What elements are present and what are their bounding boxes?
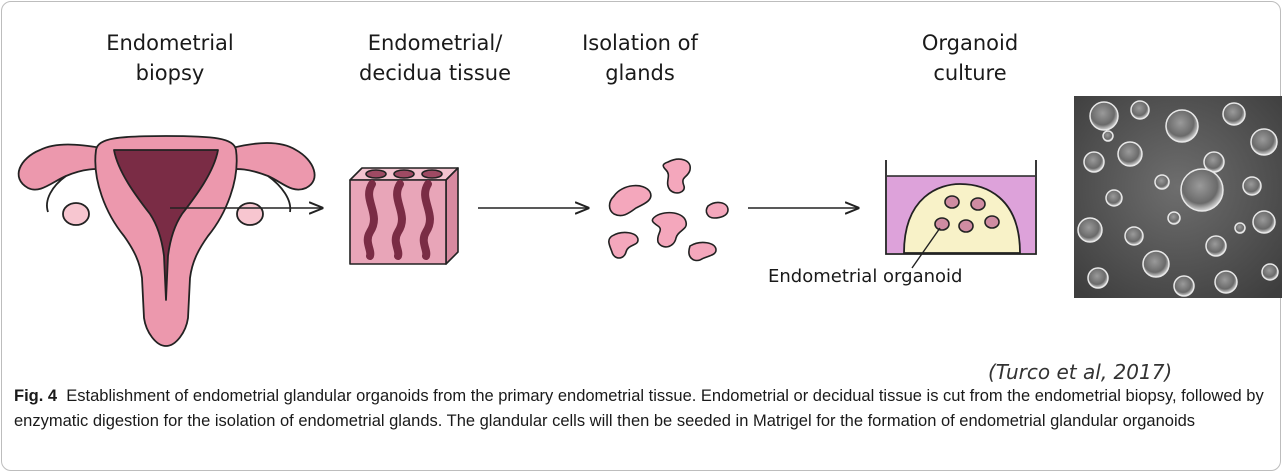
gland-fragment	[689, 243, 716, 261]
organoid-label: Endometrial organoid	[768, 266, 962, 287]
organoid-micrograph	[1074, 96, 1282, 298]
caption-text: Establishment of endometrial glandular o…	[14, 387, 1264, 430]
gland-fragment	[609, 233, 638, 258]
ovary-left	[63, 203, 89, 225]
figure-number: Fig. 4	[14, 387, 57, 405]
isolated-glands	[609, 159, 728, 260]
gland-fragment	[652, 213, 686, 247]
uterus-illustration	[19, 136, 315, 346]
figure-caption: Fig. 4 Establishment of endometrial glan…	[14, 384, 1272, 434]
tissue-block	[350, 168, 458, 264]
ovary-right	[237, 203, 263, 225]
gland-fragment	[663, 159, 690, 193]
citation: (Turco et al, 2017)	[988, 360, 1172, 384]
gland-fragment	[610, 186, 651, 216]
culture-dish	[886, 160, 1036, 254]
gland-fragment	[706, 203, 728, 218]
